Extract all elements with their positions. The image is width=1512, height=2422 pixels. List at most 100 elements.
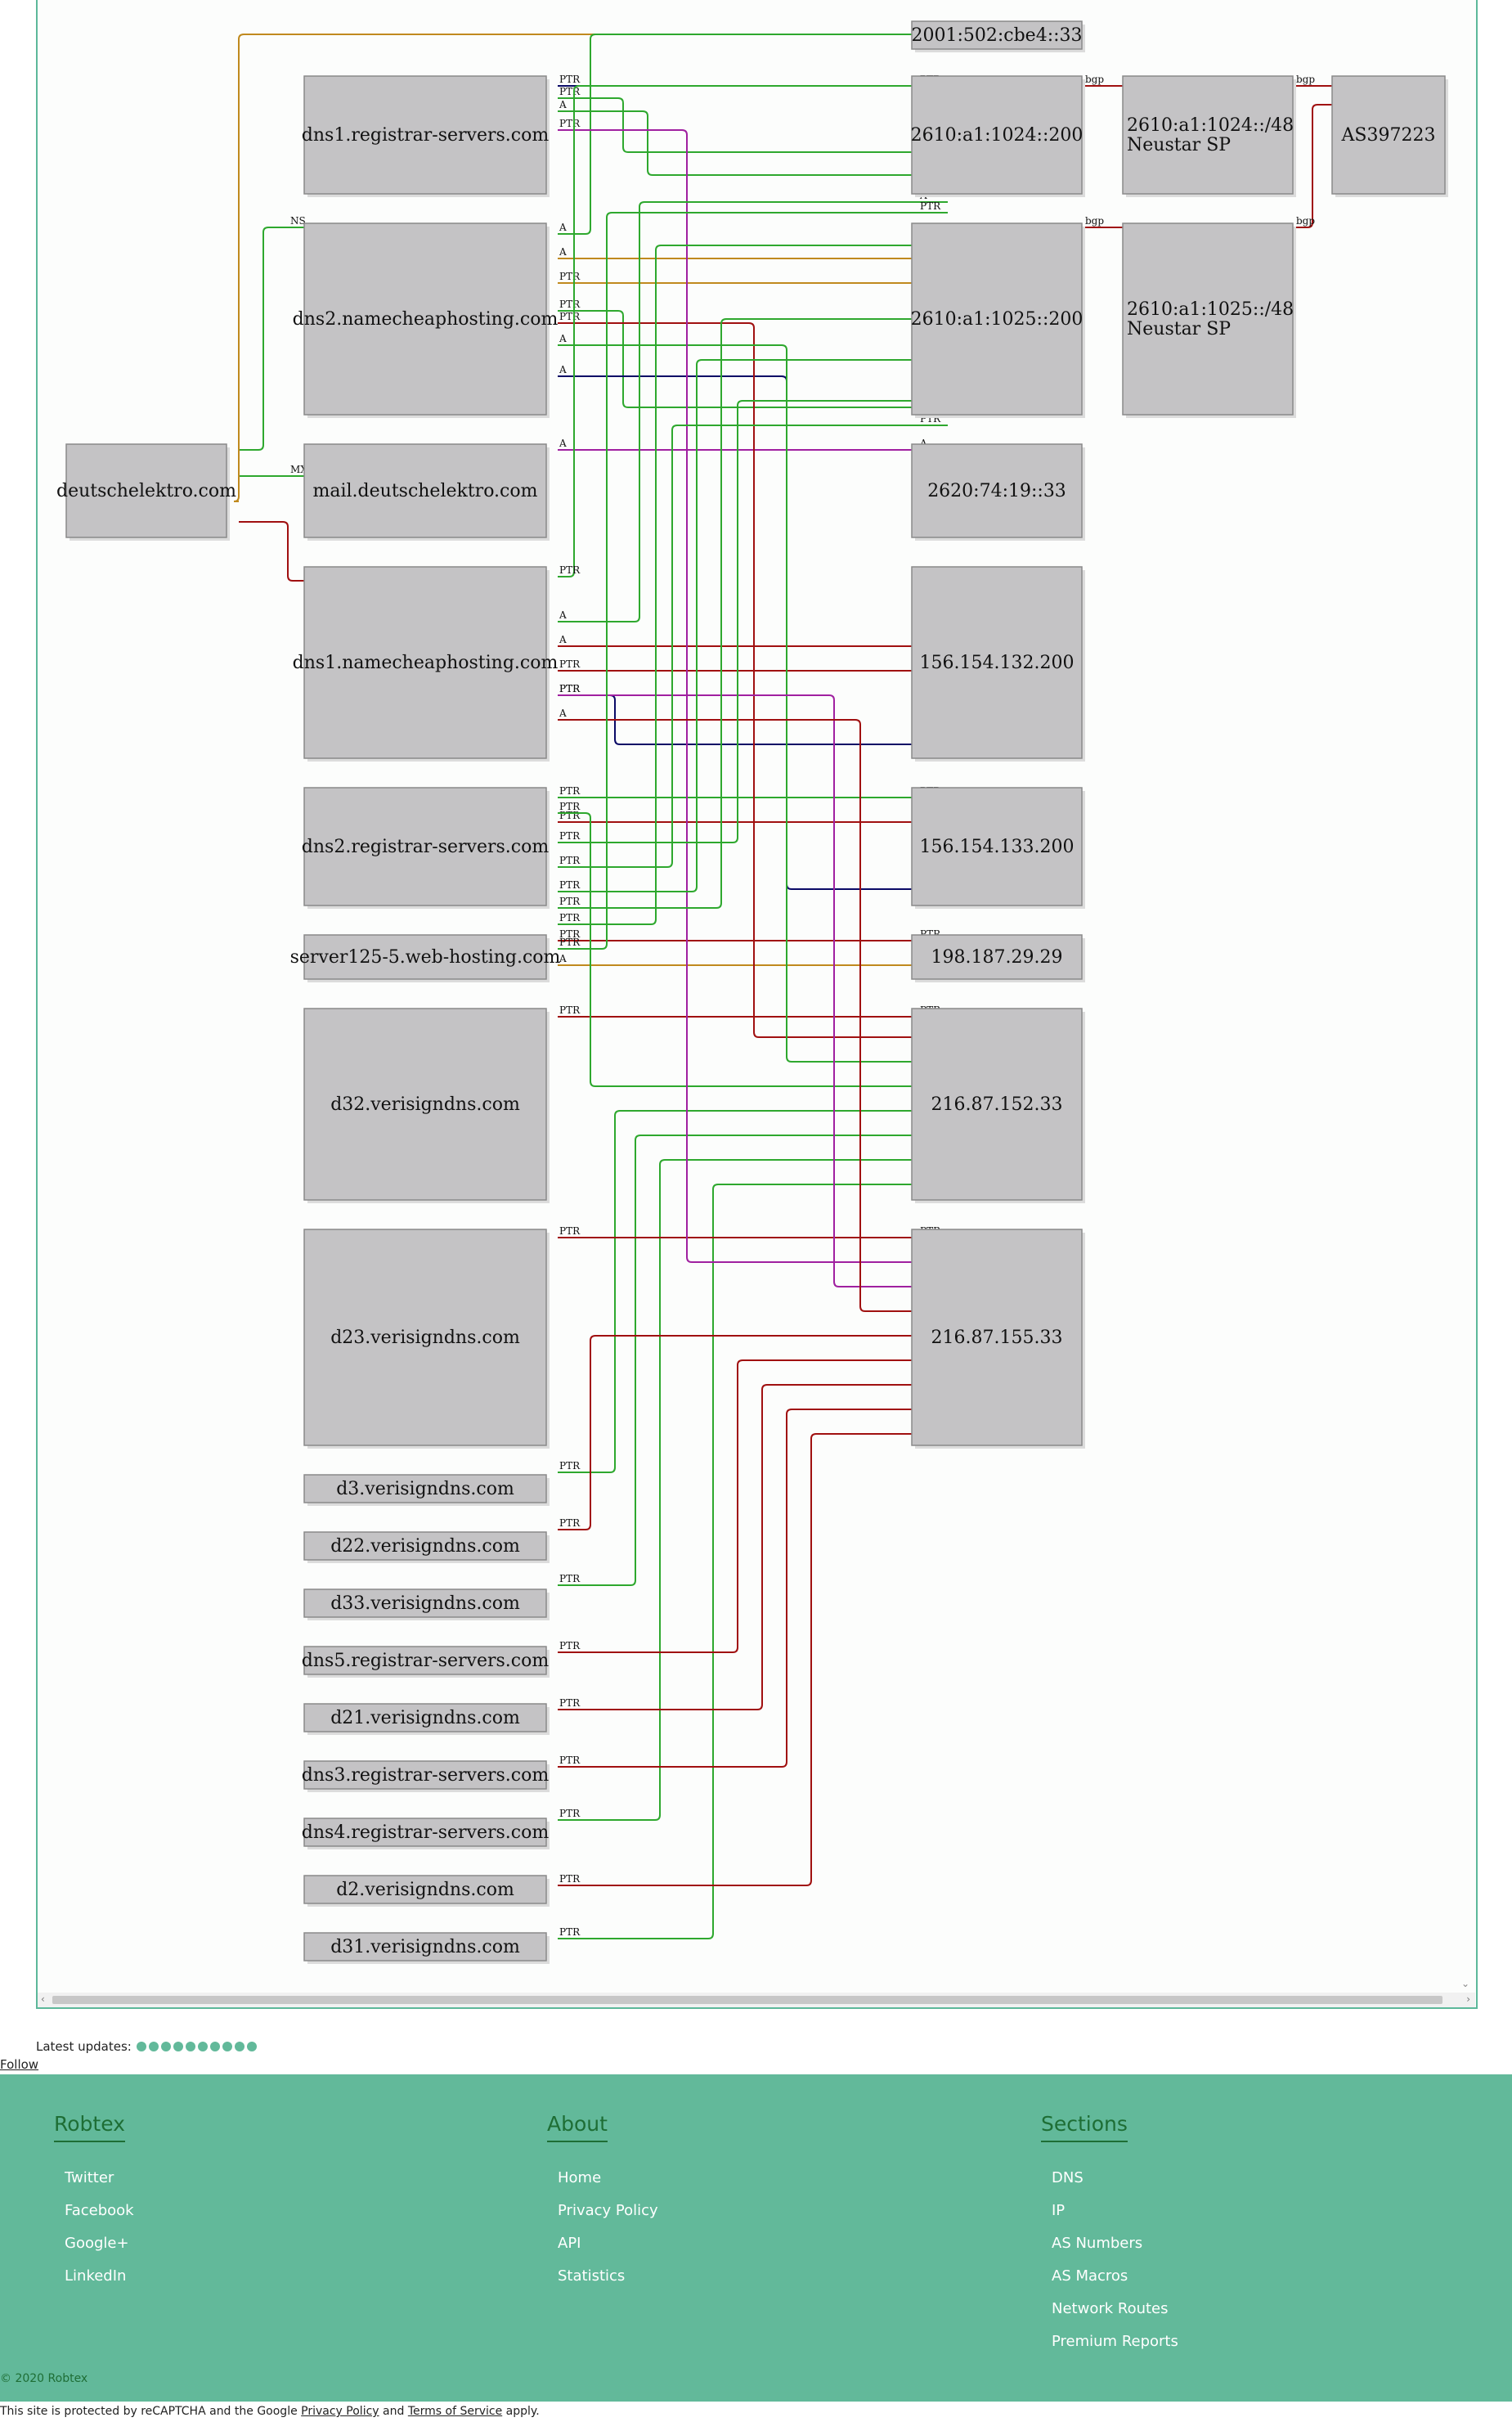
footer-link-statistics[interactable]: Statistics bbox=[558, 2267, 626, 2285]
node-d22[interactable]: d22.verisigndns.com bbox=[303, 1531, 550, 1563]
update-dot[interactable] bbox=[209, 2042, 220, 2051]
node-box[interactable] bbox=[911, 20, 1083, 50]
node-d23[interactable]: d23.verisigndns.com bbox=[303, 1229, 550, 1449]
edge-label: PTR bbox=[559, 1640, 581, 1651]
node-box[interactable] bbox=[303, 1703, 547, 1732]
node-box[interactable] bbox=[303, 787, 547, 906]
node-dns2nc[interactable]: dns2.namecheaphosting.com bbox=[293, 222, 559, 418]
node-box[interactable] bbox=[303, 566, 547, 759]
footer-link-network-routes[interactable]: Network Routes bbox=[1052, 2300, 1169, 2317]
node-box[interactable] bbox=[303, 1875, 547, 1904]
node-box[interactable] bbox=[303, 222, 547, 416]
node-box[interactable] bbox=[911, 787, 1083, 906]
node-box[interactable] bbox=[65, 443, 227, 538]
node-box[interactable] bbox=[303, 1646, 547, 1675]
node-ip156_133[interactable]: 156.154.133.200 bbox=[911, 787, 1085, 909]
node-box[interactable] bbox=[303, 1531, 547, 1561]
footer-link-as-numbers[interactable]: AS Numbers bbox=[1052, 2235, 1143, 2252]
node-ip2001[interactable]: 2001:502:cbe4::33 bbox=[911, 20, 1085, 52]
node-box[interactable] bbox=[911, 1008, 1083, 1201]
node-as397223[interactable]: AS397223 bbox=[1331, 75, 1448, 197]
node-d31[interactable]: d31.verisigndns.com bbox=[303, 1932, 550, 1964]
node-box[interactable] bbox=[303, 75, 547, 195]
follow-link[interactable]: Follow bbox=[0, 2057, 39, 2072]
node-ip2610_200[interactable]: 2610:a1:1024::200 bbox=[911, 75, 1085, 197]
privacy-policy-link[interactable]: Privacy Policy bbox=[301, 2405, 379, 2418]
node-dns3rs[interactable]: dns3.registrar-servers.com bbox=[302, 1760, 550, 1792]
recaptcha-suffix: apply. bbox=[505, 2405, 540, 2418]
node-box[interactable] bbox=[1122, 222, 1294, 416]
terms-link[interactable]: Terms of Service bbox=[407, 2405, 503, 2418]
node-box[interactable] bbox=[911, 75, 1083, 195]
node-ip216_155[interactable]: 216.87.155.33 bbox=[911, 1229, 1085, 1449]
footer-link-googleplus[interactable]: Google+ bbox=[65, 2235, 129, 2252]
horizontal-scrollbar[interactable]: ‹ › bbox=[38, 1993, 1475, 2007]
scroll-down-icon[interactable]: ⌄ bbox=[1461, 1978, 1470, 1989]
footer-link-dns[interactable]: DNS bbox=[1052, 2169, 1084, 2186]
scroll-right-icon[interactable]: › bbox=[1466, 1993, 1470, 2005]
node-deutschelektro[interactable]: deutschelektro.com bbox=[56, 443, 236, 541]
node-box[interactable] bbox=[303, 1588, 547, 1618]
footer-link-facebook[interactable]: Facebook bbox=[65, 2202, 134, 2219]
node-server125[interactable]: server125-5.web-hosting.com bbox=[290, 934, 561, 982]
node-box[interactable] bbox=[911, 222, 1083, 416]
node-box[interactable] bbox=[911, 934, 1083, 980]
update-dot[interactable] bbox=[136, 2042, 146, 2051]
node-d32[interactable]: d32.verisigndns.com bbox=[303, 1008, 550, 1203]
footer-link-ip[interactable]: IP bbox=[1052, 2202, 1066, 2219]
node-d33[interactable]: d33.verisigndns.com bbox=[303, 1588, 550, 1620]
node-box[interactable] bbox=[303, 1818, 547, 1847]
node-ip2610_1025[interactable]: 2610:a1:1025::200 bbox=[911, 222, 1085, 418]
node-box[interactable] bbox=[303, 443, 547, 538]
node-box[interactable] bbox=[303, 1008, 547, 1201]
node-ip216_152[interactable]: 216.87.152.33 bbox=[911, 1008, 1085, 1203]
footer-link-twitter[interactable]: Twitter bbox=[65, 2169, 114, 2186]
node-dns4rs[interactable]: dns4.registrar-servers.com bbox=[302, 1818, 550, 1849]
node-box[interactable] bbox=[911, 1229, 1083, 1446]
edge-label: A bbox=[559, 246, 567, 258]
node-box[interactable] bbox=[1331, 75, 1446, 195]
node-dns1rs[interactable]: dns1.registrar-servers.com bbox=[302, 75, 550, 197]
update-dot[interactable] bbox=[148, 2042, 159, 2051]
footer-link-api[interactable]: API bbox=[558, 2235, 581, 2252]
footer-link-privacy[interactable]: Privacy Policy bbox=[558, 2202, 658, 2219]
update-dot[interactable] bbox=[185, 2042, 195, 2051]
update-dot[interactable] bbox=[173, 2042, 183, 2051]
node-box[interactable] bbox=[303, 1760, 547, 1790]
node-box[interactable] bbox=[1122, 75, 1294, 195]
edge-line bbox=[558, 1409, 948, 1768]
graph-canvas[interactable]: NSMXANSAAPTRPTRPTRPTRAAAAPTRPTRPTRPTRAAA… bbox=[36, 0, 1478, 2009]
node-box[interactable] bbox=[911, 566, 1083, 759]
edge-label: PTR bbox=[559, 658, 581, 670]
node-ip198[interactable]: 198.187.29.29 bbox=[911, 934, 1085, 982]
node-dns1nc[interactable]: dns1.namecheaphosting.com bbox=[293, 566, 559, 762]
node-box[interactable] bbox=[303, 934, 547, 980]
footer-link-as-macros[interactable]: AS Macros bbox=[1052, 2267, 1128, 2285]
footer-link-linkedin[interactable]: LinkedIn bbox=[65, 2267, 127, 2285]
node-mail[interactable]: mail.deutschelektro.com bbox=[303, 443, 550, 541]
edge-label: PTR bbox=[559, 1697, 581, 1709]
node-box[interactable] bbox=[911, 443, 1083, 538]
node-ip2620[interactable]: 2620:74:19::33 bbox=[911, 443, 1085, 541]
scrollbar-thumb[interactable] bbox=[52, 1996, 1442, 2004]
node-box[interactable] bbox=[303, 1474, 547, 1503]
node-box[interactable] bbox=[303, 1932, 547, 1961]
node-dns5rs[interactable]: dns5.registrar-servers.com bbox=[302, 1646, 550, 1678]
node-d3[interactable]: d3.verisigndns.com bbox=[303, 1474, 550, 1506]
footer-link-premium-reports[interactable]: Premium Reports bbox=[1052, 2333, 1178, 2350]
edge-label: PTR bbox=[559, 879, 581, 891]
node-ip156_132[interactable]: 156.154.132.200 bbox=[911, 566, 1085, 762]
node-d21[interactable]: d21.verisigndns.com bbox=[303, 1703, 550, 1735]
update-dot[interactable] bbox=[246, 2042, 257, 2051]
update-dot[interactable] bbox=[234, 2042, 245, 2051]
update-dot[interactable] bbox=[197, 2042, 208, 2051]
scroll-left-icon[interactable]: ‹ bbox=[41, 1993, 45, 2005]
node-dns2rs[interactable]: dns2.registrar-servers.com bbox=[302, 787, 550, 909]
node-d2[interactable]: d2.verisigndns.com bbox=[303, 1875, 550, 1907]
footer-link-home[interactable]: Home bbox=[558, 2169, 602, 2186]
update-dot[interactable] bbox=[222, 2042, 232, 2051]
update-dot[interactable] bbox=[160, 2042, 171, 2051]
node-box[interactable] bbox=[303, 1229, 547, 1446]
